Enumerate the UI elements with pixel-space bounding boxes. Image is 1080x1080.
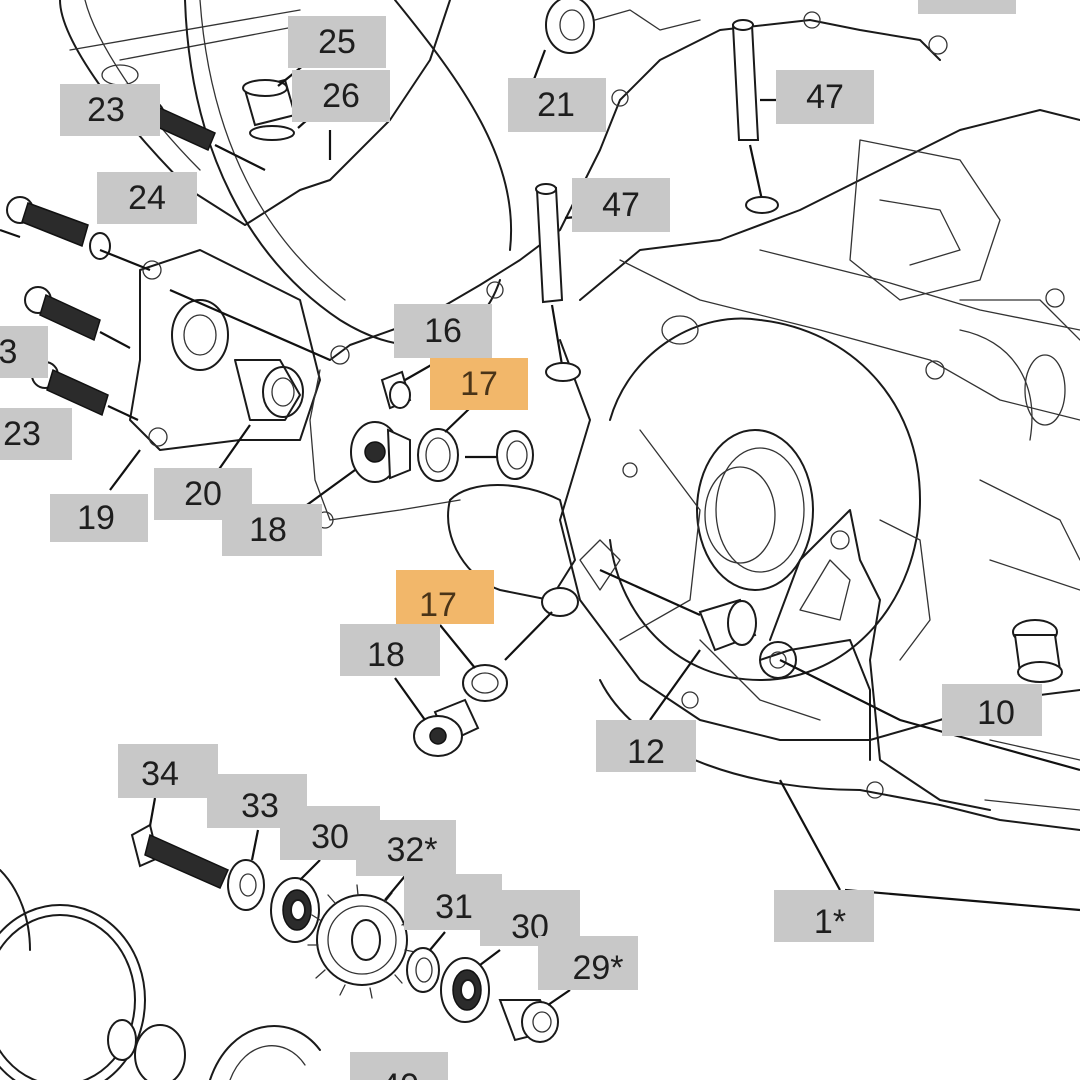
part-label-text: 31 <box>435 888 473 926</box>
washer-17-lower <box>462 664 508 702</box>
part-label-18: 18 <box>340 624 440 676</box>
part-label-text: 25 <box>318 23 356 61</box>
part-label-text: 30 <box>311 818 349 856</box>
part-label-text: 12 <box>627 733 665 771</box>
part-label-text: 21 <box>537 86 575 124</box>
washer-31 <box>406 947 440 993</box>
bushing-29 <box>498 999 559 1043</box>
gasket-plate <box>759 509 991 811</box>
washer-33 <box>227 859 265 911</box>
part-label-text: 18 <box>367 636 405 674</box>
bearing-30b <box>440 957 490 1023</box>
part-label-18: 18 <box>222 504 322 556</box>
part-label-24: 24 <box>97 172 197 224</box>
part-label-23: 23 <box>60 84 160 136</box>
part-label-text: 40 <box>381 1067 419 1080</box>
part-label-29: 29* <box>538 936 638 990</box>
bushing-12 <box>599 568 757 652</box>
part-label-text: 23 <box>87 91 125 129</box>
part-label-26: 26 <box>292 70 390 122</box>
fitting-10 <box>779 619 1080 811</box>
port-lower <box>447 484 579 661</box>
part-label-17-highlighted: 17 <box>430 358 528 410</box>
part-label-text: 17 <box>419 586 457 624</box>
part-label-text: 1* <box>814 903 846 941</box>
part-label-3: 3 <box>0 326 48 378</box>
part-label-text: 34 <box>141 755 179 793</box>
part-label-17-highlighted: 17 <box>396 570 494 624</box>
part-label-1: 1* <box>774 890 874 942</box>
part-label-19: 19 <box>50 494 148 542</box>
bolt-24 <box>6 196 111 260</box>
part-label-partial-top-right <box>918 0 1016 14</box>
part-label-32: 32* <box>356 820 456 876</box>
part-label-40: 40 <box>350 1052 448 1080</box>
part-label-text: 16 <box>424 312 462 350</box>
part-label-text: 3 <box>0 333 17 371</box>
part-label-47: 47 <box>572 178 670 232</box>
bearing-30a <box>270 877 320 943</box>
dowel-pin-47-top <box>731 19 779 214</box>
part-label-33: 33 <box>207 774 307 828</box>
part-label-text: 19 <box>77 499 115 537</box>
part-label-21: 21 <box>508 78 606 132</box>
gear-32 <box>307 884 416 999</box>
pump-housing <box>129 249 321 451</box>
part-label-text: 23 <box>3 415 41 453</box>
bolt-3 <box>24 286 131 349</box>
part-label-text: 17 <box>460 365 498 403</box>
part-label-16: 16 <box>394 304 492 358</box>
part-label-23: 23 <box>0 408 72 460</box>
o-ring-bottom-left <box>0 869 321 1080</box>
part-label-10: 10 <box>942 684 1042 736</box>
part-label-34: 34 <box>118 744 218 798</box>
leader-lines <box>109 59 1080 1006</box>
part-label-text: 33 <box>241 787 279 825</box>
plug-18-upper <box>350 421 411 483</box>
part-label-text: 24 <box>128 179 166 217</box>
part-label-text: 10 <box>977 694 1015 732</box>
part-label-text: 47 <box>806 78 844 116</box>
part-label-47: 47 <box>776 70 874 124</box>
part-label-text: 47 <box>602 186 640 224</box>
part-label-text: 26 <box>322 77 360 115</box>
part-label-25: 25 <box>288 16 386 68</box>
plug-18-lower <box>413 698 480 757</box>
plug-25 <box>242 78 297 141</box>
part-label-text: 29* <box>572 949 623 987</box>
part-21 <box>528 0 701 91</box>
washer-17-upper <box>417 428 534 482</box>
part-label-12: 12 <box>596 720 696 772</box>
part-label-text: 32* <box>386 831 437 869</box>
bushing-16 <box>380 370 412 410</box>
part-label-text: 20 <box>184 475 222 513</box>
bolt-34 <box>130 823 229 889</box>
part-label-text: 18 <box>249 511 287 549</box>
dowel-pin-47-mid <box>535 183 581 382</box>
